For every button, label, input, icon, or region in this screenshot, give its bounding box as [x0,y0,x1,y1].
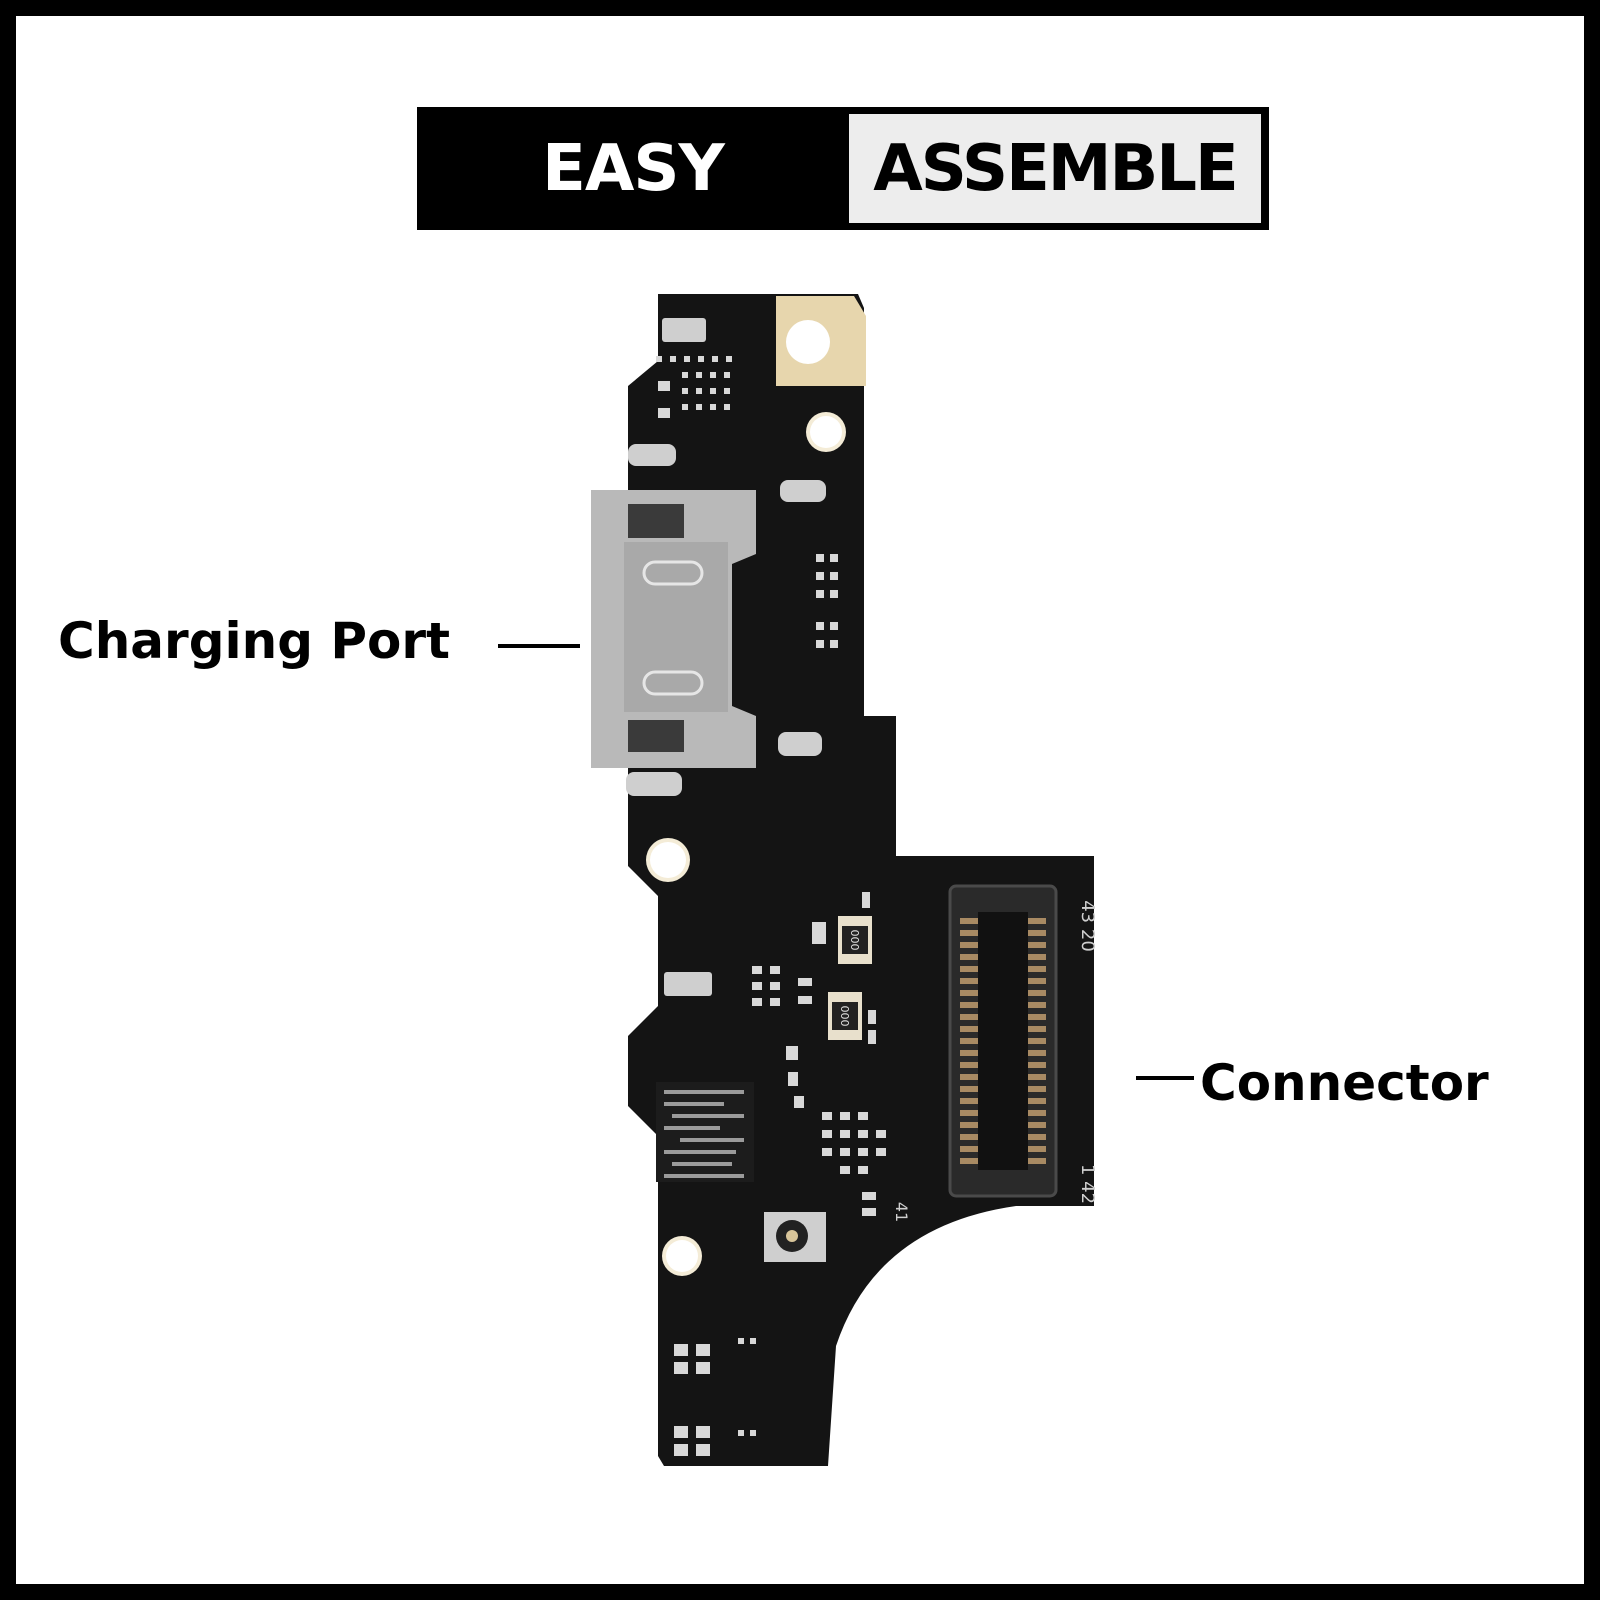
connector-pin [960,1134,978,1140]
charging-port-label: Charging Port [58,612,450,670]
connector-pin [960,942,978,948]
connector-leader-line [1136,1076,1194,1080]
header-banner: EASY ASSEMBLE [417,107,1269,230]
charging-port-pad [780,480,826,502]
connector-pin [960,1110,978,1116]
charging-port-slot [642,560,704,586]
connector-pin [960,954,978,960]
connector-pin [1028,942,1046,948]
connector-pin [1028,1110,1046,1116]
connector-pin [960,1050,978,1056]
product-frame: EASY ASSEMBLE Charging Port Connector [16,16,1584,1584]
charging-port-window [628,504,684,538]
connector-pin [960,1086,978,1092]
charging-port-window [628,720,684,752]
resistor-body [832,1002,858,1030]
pcb-board [628,294,1094,1466]
connector-pin [960,1074,978,1080]
component-grid [752,892,876,1108]
connector-pin [960,1014,978,1020]
mounting-hole [810,416,842,448]
connector-pin [960,978,978,984]
pcb-board-illustration: 000 000 [591,294,1098,1466]
component-grid [674,1338,756,1456]
connector-pin [1028,1158,1046,1164]
connector-pin [960,1146,978,1152]
charging-port-pad [626,772,682,796]
connector-pin [1028,1050,1046,1056]
banner-assemble-text: ASSEMBLE [849,114,1261,223]
charging-port-slot [642,670,704,696]
connector-pin [1028,918,1046,924]
chip-array [656,356,732,418]
connector-pin [960,930,978,936]
connector-pin [1028,1098,1046,1104]
pin-marking-side: 41 [892,1202,911,1222]
board-to-board-connector-core [978,912,1028,1170]
connector-pin [1028,1014,1046,1020]
resistor-body [842,926,868,954]
charging-port-leader-line [498,644,580,648]
connector-pin [960,1026,978,1032]
banner-easy-text: EASY [542,131,725,206]
charging-port-pad [778,732,822,756]
resistor-marking: 000 [839,1006,852,1027]
connector-pin [960,1098,978,1104]
charging-port-face [624,542,728,712]
connector-pin [960,990,978,996]
mounting-hole [650,842,686,878]
connector-pin [1028,1086,1046,1092]
connector-pin [960,1038,978,1044]
data-matrix-code [656,1082,754,1182]
antenna-connector-center [786,1230,798,1242]
connector-pins [960,918,1046,1164]
smd-pad [662,318,706,342]
connector-pin [1028,1074,1046,1080]
connector-pin [1028,1146,1046,1152]
component-grid [822,1112,886,1216]
connector-pin [1028,1122,1046,1128]
connector-pin [1028,966,1046,972]
connector-label: Connector [1200,1054,1489,1112]
connector-pin [1028,954,1046,960]
connector-pin [1028,990,1046,996]
pin-marking-top: 43 20 [1077,900,1098,952]
connector-pin [960,918,978,924]
charging-port-pad [628,444,676,466]
connector-pin [1028,978,1046,984]
connector-pin [1028,1038,1046,1044]
mounting-hole [666,1240,698,1272]
connector-pin [960,1158,978,1164]
connector-pin [960,1002,978,1008]
connector-pin [1028,1002,1046,1008]
data-matrix-dots [664,1090,744,1178]
connector-pin [960,1122,978,1128]
resistor-marking: 000 [849,930,862,951]
connector-pin [1028,930,1046,936]
smd-pad [664,972,712,996]
connector-pin [960,966,978,972]
mounting-hole [786,320,830,364]
connector-pin [960,1062,978,1068]
connector-pin [1028,1026,1046,1032]
pin-marking-bottom: 1 42 [1077,1164,1098,1204]
connector-pin [1028,1062,1046,1068]
connector-pin [1028,1134,1046,1140]
component-grid [816,554,838,648]
